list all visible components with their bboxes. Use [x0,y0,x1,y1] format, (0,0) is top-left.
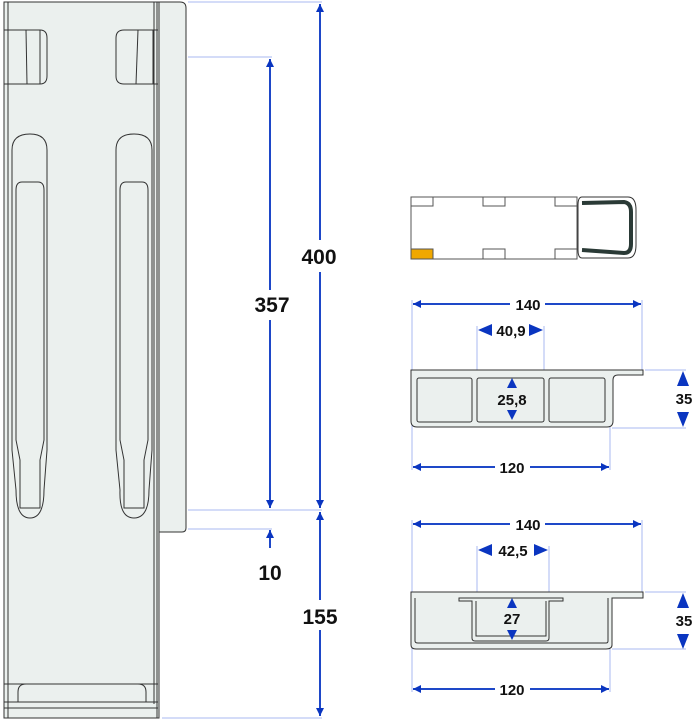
long-slot-left [11,133,48,519]
long-slot-right [115,133,153,519]
main-body [3,1,160,719]
handle [577,196,637,259]
orange-marker [410,248,434,260]
dimension-400: 400 [301,4,337,508]
profile-a-height: 35 [676,391,693,408]
profile-a-width-bottom: 120 [499,460,524,477]
dim-label-155: 155 [302,606,337,629]
top-slot-left [4,29,48,85]
side-panel [157,1,187,533]
profile-a-cell-width: 40,9 [496,323,525,340]
profile-b-height: 35 [676,613,693,630]
profile-b: 140 42,5 27 35 120 [410,517,693,699]
profile-b-channel-width: 42,5 [498,543,527,560]
profile-a: 140 40,9 25,8 35 120 [410,297,693,477]
top-slot-right [115,29,158,85]
profile-a-width-top: 140 [515,297,540,314]
top-view [410,196,637,260]
dim-label-400: 400 [301,246,336,269]
profile-b-width-top: 140 [515,517,540,534]
extension-lines [162,1,322,719]
profile-b-channel-height: 27 [504,611,521,628]
dimension-155: 155 [302,512,338,716]
dim-label-357: 357 [254,294,289,317]
front-view [3,1,187,719]
dimension-10: 10 [258,530,282,585]
dimension-357: 357 [254,59,290,508]
profile-b-width-bottom: 120 [499,682,524,699]
dim-label-10: 10 [258,562,281,585]
profile-a-cell-height: 25,8 [497,392,526,409]
